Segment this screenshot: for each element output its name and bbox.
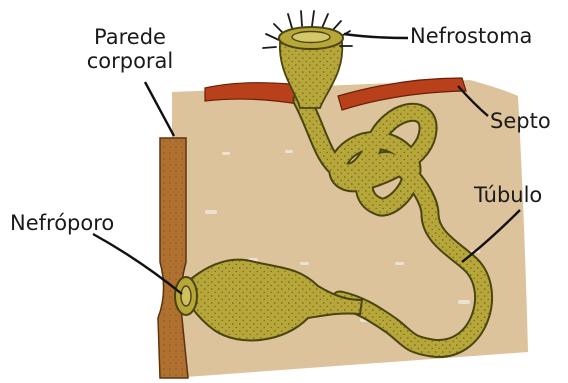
nephridiopore-label: Nefróporo [10,212,114,236]
tubule-label: Túbulo [474,184,542,208]
body-wall-label-line2: corporal [60,50,200,74]
septum-label: Septo [490,110,551,134]
leader-line-wall [145,82,174,136]
body-wall [158,138,188,378]
nephrostome-opening [292,32,330,43]
leader-line-nephrostome [344,34,408,38]
body-wall-label: Parede corporal [60,26,200,73]
body-wall-label-line1: Parede [60,26,200,50]
nephrostome-label: Nefrostoma [410,25,532,49]
